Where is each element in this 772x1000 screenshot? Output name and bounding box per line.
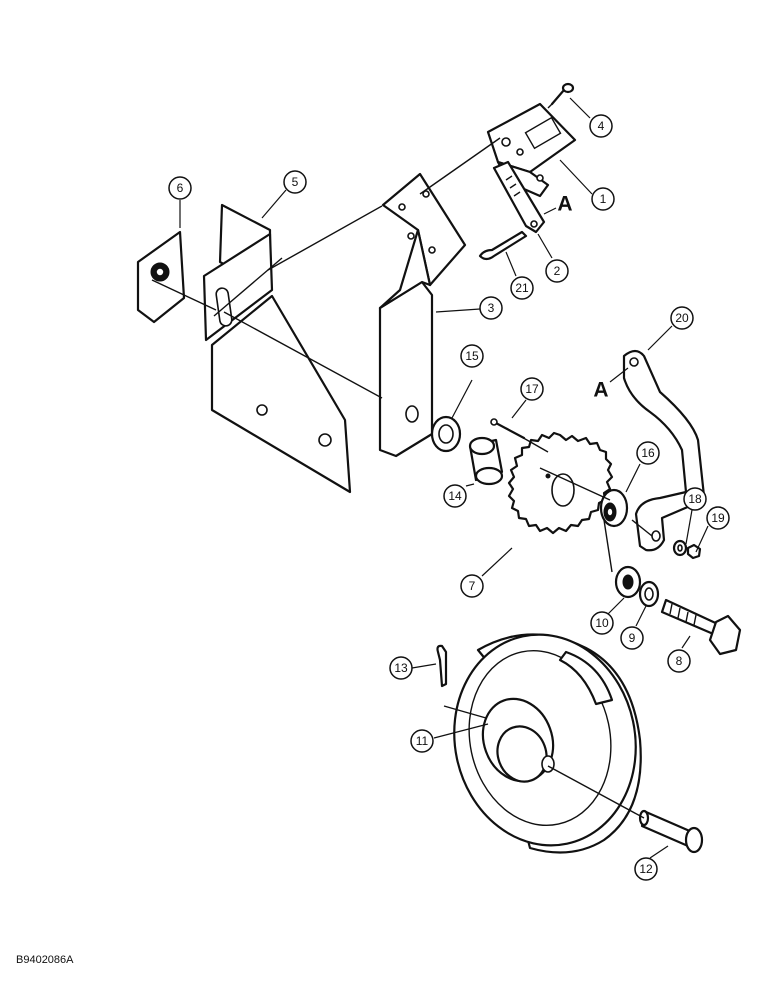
svg-text:14: 14 [448, 489, 462, 503]
callout-19: 19 [706, 506, 730, 530]
svg-text:9: 9 [629, 631, 636, 645]
part-20-idler-arm [622, 349, 706, 552]
svg-text:4: 4 [598, 119, 605, 133]
callout-7: 7 [460, 574, 484, 598]
callout-3: 3 [479, 296, 503, 320]
svg-text:5: 5 [292, 175, 299, 189]
svg-text:7: 7 [469, 579, 476, 593]
reference-letter-a-upper: A [557, 193, 572, 216]
part-3-mounting-bracket [378, 172, 467, 458]
svg-text:16: 16 [641, 446, 655, 460]
svg-text:2: 2 [554, 264, 561, 278]
part-19-nut [686, 543, 702, 560]
svg-text:6: 6 [177, 181, 184, 195]
svg-text:13: 13 [394, 661, 408, 675]
part-9-lock-washer [638, 580, 660, 608]
part-4-screw [550, 82, 575, 106]
callout-1: 1 [591, 187, 615, 211]
callout-9: 9 [620, 626, 644, 650]
callout-8: 8 [667, 649, 691, 673]
part-8-hex-bolt [660, 598, 742, 656]
svg-text:15: 15 [465, 349, 479, 363]
part-5-angle-bracket [202, 203, 352, 494]
callout-18: 18 [683, 487, 707, 511]
callout-17: 17 [520, 377, 544, 401]
callout-6: 6 [168, 176, 192, 200]
part-10-washer [614, 565, 642, 599]
callout-12: 12 [634, 857, 658, 881]
callout-16: 16 [636, 441, 660, 465]
callout-5: 5 [283, 170, 307, 194]
svg-text:1: 1 [600, 192, 607, 206]
part-6-clamp-plate [136, 230, 186, 324]
svg-text:17: 17 [525, 382, 539, 396]
part-16-bearing [599, 488, 629, 528]
callout-15: 15 [460, 344, 484, 368]
part-11-idler-pulley [453, 633, 642, 854]
svg-text:18: 18 [688, 492, 702, 506]
callout-20: 20 [670, 306, 694, 330]
alignment-lines [151, 103, 653, 819]
svg-text:19: 19 [711, 511, 725, 525]
part-15-washer [430, 415, 462, 453]
ref-a-lower-leader [609, 367, 629, 383]
ref-a-upper-leader [543, 207, 557, 215]
callout-13: 13 [389, 656, 413, 680]
svg-text:21: 21 [515, 281, 529, 295]
reference-letter-a-lower: A [593, 379, 608, 402]
part-18-lock-washer [672, 539, 688, 557]
part-14-bushing [468, 436, 504, 486]
part-21-cotter-pin [478, 230, 528, 261]
svg-text:12: 12 [639, 862, 653, 876]
part-7-sprocket [507, 431, 614, 535]
svg-text:8: 8 [676, 654, 683, 668]
callout-11: 11 [410, 729, 434, 753]
callout-leaders [179, 97, 709, 859]
part-13-cotter-pin [436, 644, 448, 688]
svg-text:20: 20 [675, 311, 689, 325]
callout-2: 2 [545, 259, 569, 283]
callout-10: 10 [590, 611, 614, 635]
callout-14: 14 [443, 484, 467, 508]
svg-text:11: 11 [416, 734, 429, 748]
part-12-pivot-pin [638, 809, 704, 854]
svg-text:10: 10 [595, 616, 609, 630]
figure-identifier: B9402086A [16, 954, 74, 966]
svg-text:3: 3 [488, 301, 495, 315]
callout-4: 4 [589, 114, 613, 138]
callout-21: 21 [510, 276, 534, 300]
part-2-actuator-arm [492, 160, 546, 234]
